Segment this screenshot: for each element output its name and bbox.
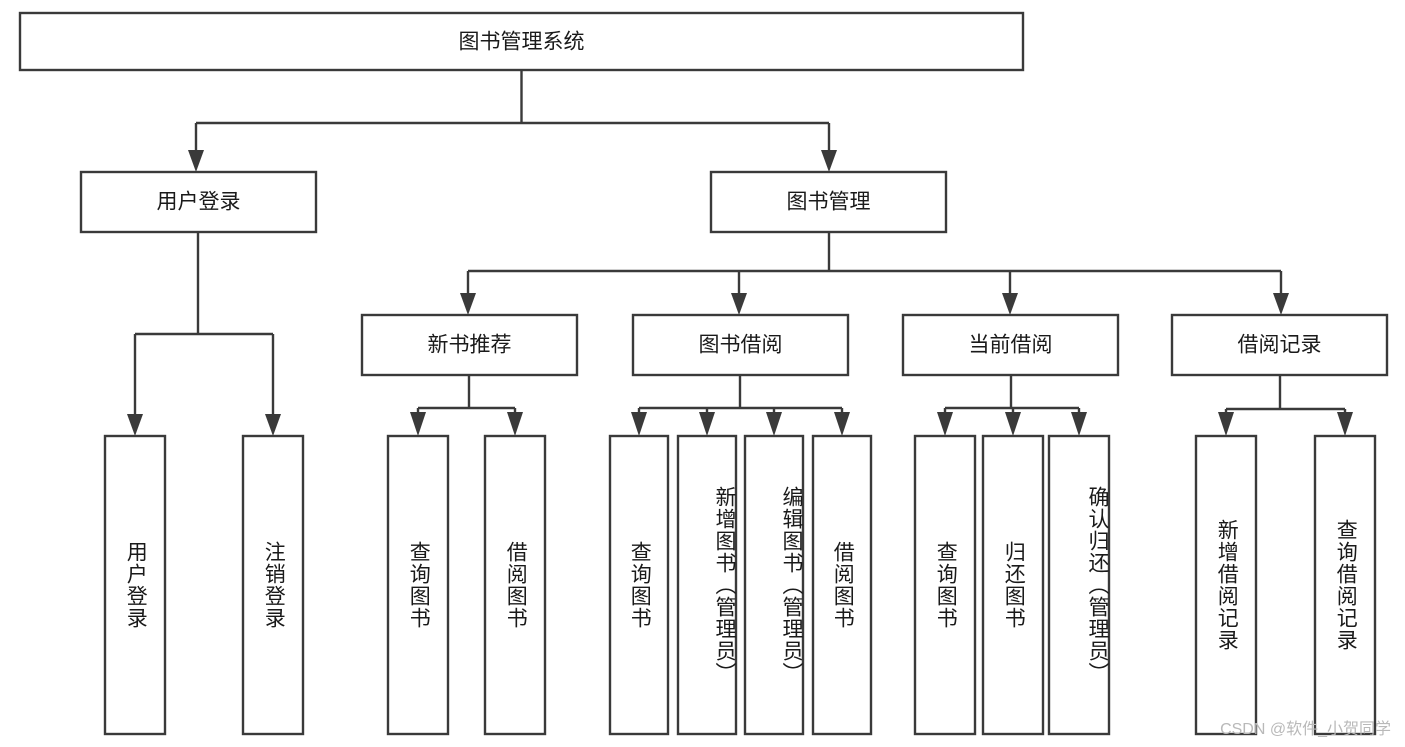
watermark-text: CSDN @软件_小贺同学 [1220, 721, 1391, 738]
edge-newbooks-to-leaves [416, 375, 517, 416]
edge-current-to-leaves [943, 375, 1081, 416]
arrow-head-borrow-leaf2 [699, 412, 715, 436]
node-level1-user-login[interactable] [79, 170, 318, 234]
node-leaf-add-book-admin[interactable] [676, 434, 738, 736]
node-root-book-management-system[interactable] [18, 11, 1025, 72]
arrow-head-root-book-mgmt [821, 150, 837, 172]
node-leaf-query-borrow-record[interactable] [1313, 434, 1377, 736]
node-level2-borrow-records-label: 借阅记录 [1238, 334, 1322, 357]
node-leaf-return-book[interactable] [981, 434, 1045, 736]
arrow-head-userlogin-leaf2 [265, 414, 281, 436]
node-leaf-confirm-return-admin[interactable] [1047, 434, 1111, 736]
node-root-label: 图书管理系统 [459, 31, 585, 54]
node-level2-new-book-recommend[interactable] [360, 313, 579, 377]
node-leaf-borrow-book[interactable] [811, 434, 873, 736]
node-level2-borrow-records[interactable] [1170, 313, 1389, 377]
node-level2-book-borrow-label: 图书借阅 [699, 334, 783, 357]
node-leaf-borrow-books-recommend[interactable] [483, 434, 547, 736]
node-level1-book-management[interactable] [709, 170, 948, 234]
arrow-head-current-leaf3 [1071, 412, 1087, 436]
node-leaf-query-books-borrow[interactable] [608, 434, 670, 736]
node-level1-book-management-label: 图书管理 [787, 191, 871, 214]
node-level2-book-borrow[interactable] [631, 313, 850, 377]
arrow-head-current-leaf2 [1005, 412, 1021, 436]
edge-borrow-to-leaves [637, 375, 844, 416]
arrow-head-bookmgmt-current [1002, 293, 1018, 315]
connector-layer [127, 70, 1353, 436]
arrow-head-newbooks-leaf1 [410, 412, 426, 436]
arrow-head-bookmgmt-records [1273, 293, 1289, 315]
node-leaf-query-books-current[interactable] [913, 434, 977, 736]
arrow-head-borrow-leaf3 [766, 412, 782, 436]
edge-bookmgmt-to-level2 [466, 232, 1283, 295]
node-level2-current-borrow-label: 当前借阅 [969, 334, 1053, 357]
node-leaf-user-login[interactable] [103, 434, 167, 736]
arrow-head-root-user-login [188, 150, 204, 172]
edge-root-to-level1 [194, 70, 831, 152]
arrow-head-records-leaf2 [1337, 412, 1353, 436]
node-leaf-logout[interactable] [241, 434, 305, 736]
node-level1-user-login-label: 用户登录 [157, 191, 241, 214]
node-leaf-edit-book-admin[interactable] [743, 434, 805, 736]
edge-userlogin-to-leaves [133, 232, 275, 416]
node-leaf-query-books-recommend[interactable] [386, 434, 450, 736]
arrow-head-newbooks-leaf2 [507, 412, 523, 436]
arrow-head-bookmgmt-borrow [731, 293, 747, 315]
arrow-head-borrow-leaf1 [631, 412, 647, 436]
arrow-head-bookmgmt-new-books [460, 293, 476, 315]
arrow-head-records-leaf1 [1218, 412, 1234, 436]
node-level2-new-book-recommend-label: 新书推荐 [428, 334, 512, 357]
arrow-head-borrow-leaf4 [834, 412, 850, 436]
arrow-head-userlogin-leaf1 [127, 414, 143, 436]
edge-records-to-leaves [1224, 375, 1347, 416]
node-level2-current-borrow[interactable] [901, 313, 1120, 377]
node-leaf-add-borrow-record[interactable] [1194, 434, 1258, 736]
arrow-head-current-leaf1 [937, 412, 953, 436]
node-layer: 图书管理系统 用户登录 图书管理 新书推荐 图书借阅 当前借阅 借阅记录 [18, 11, 1389, 736]
